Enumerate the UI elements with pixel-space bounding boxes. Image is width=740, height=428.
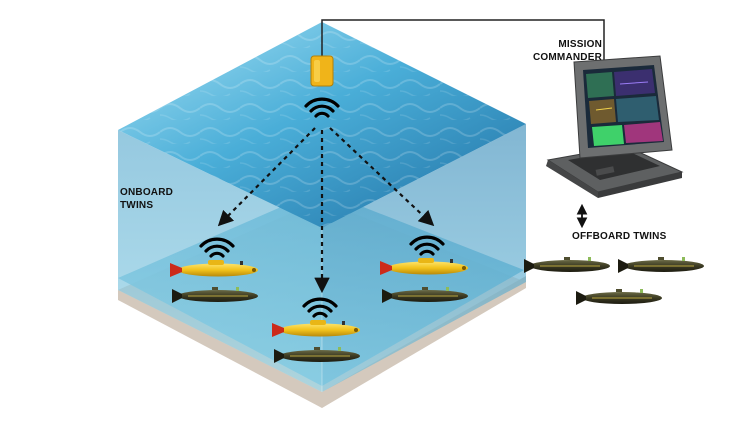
auv-twin-dark (523, 256, 611, 274)
auv-twin-dark (575, 288, 663, 306)
mission-commander-label: MISSION COMMANDER (533, 38, 602, 64)
acoustic-modem-icon (310, 55, 334, 87)
offboard-twins (523, 256, 705, 306)
onboard-twins-label: ONBOARD TWINS (120, 186, 173, 212)
mission-label-line1: MISSION (558, 39, 603, 50)
offboard-twins-label: OFFBOARD TWINS (572, 231, 667, 242)
commander-cable (321, 19, 605, 66)
mission-label-line2: COMMANDER (533, 52, 603, 63)
onboard-label-line1: ONBOARD (120, 187, 174, 198)
auv-twin-dark (617, 256, 705, 274)
link-left (217, 127, 316, 227)
onboard-label-line2: TWINS (120, 200, 154, 211)
laptop-icon (546, 55, 684, 198)
seabed-front-edge (118, 276, 526, 408)
acoustic-links (217, 127, 435, 294)
